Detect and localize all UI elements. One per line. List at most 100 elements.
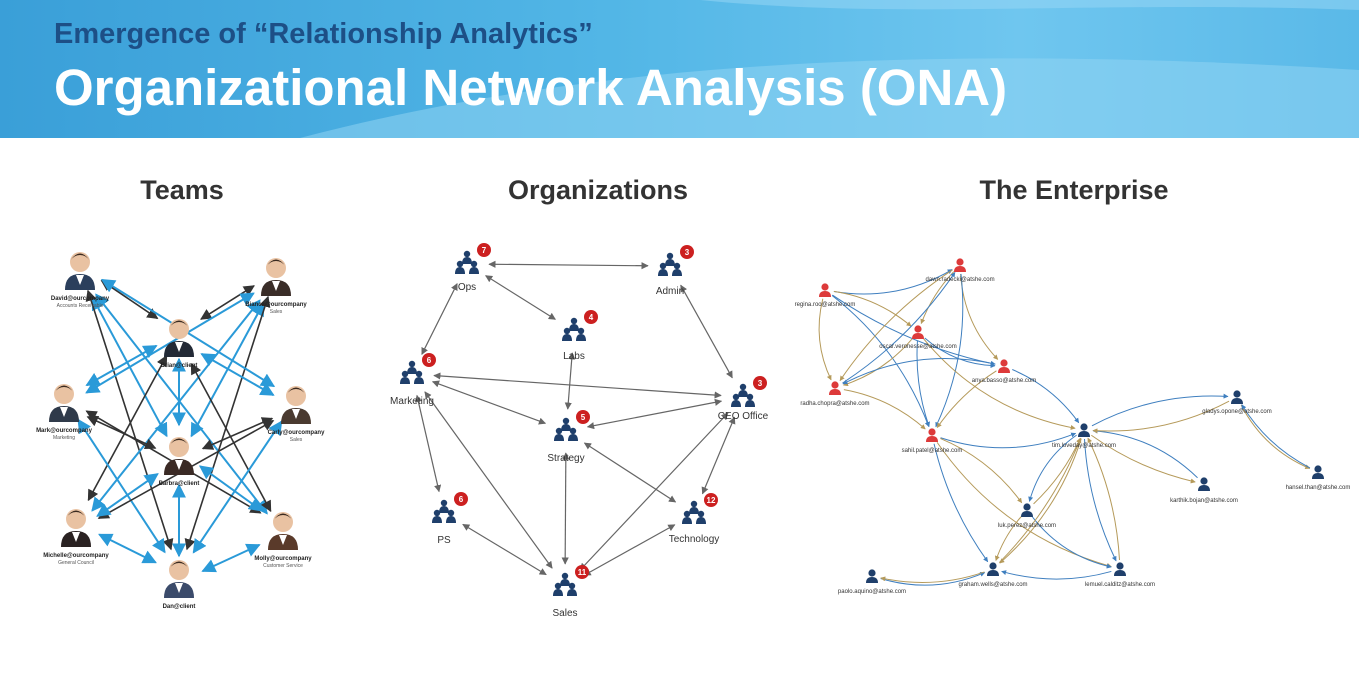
count-badge-value: 12: [707, 496, 716, 505]
person-icon-head: [1000, 359, 1008, 367]
person-head: [447, 509, 455, 517]
enterprise-edge: [1091, 434, 1196, 484]
person-icon-body: [1312, 473, 1324, 479]
teams-edge: [96, 473, 159, 517]
enterprise-edge: [1001, 570, 1112, 580]
person-icon-body: [1078, 431, 1090, 437]
person-head: [683, 510, 691, 518]
person-head: [440, 499, 448, 507]
person-icon-body: [954, 266, 966, 272]
count-badge: [576, 410, 590, 424]
person-body: [554, 434, 564, 441]
person-icon-body: [912, 333, 924, 339]
enterprise-node-label: radha.chopra@atshe.com: [800, 401, 869, 407]
enterprise-edge: [818, 298, 832, 381]
enterprise-node-label: regina.roo@atshe.com: [795, 302, 856, 308]
org-node-label: Strategy: [547, 453, 584, 464]
person-icon-body: [819, 291, 831, 297]
count-badge: [477, 243, 491, 257]
enterprise-edge: [1087, 437, 1120, 561]
person-body: [560, 579, 570, 586]
person-photo-face: [169, 437, 189, 457]
enterprise-node-oscar: oscar.veronesse@atshe.com: [879, 325, 957, 350]
enterprise-node-label: lemuel.calditz@atshe.com: [1085, 582, 1155, 588]
header-wave-decoration: [300, 0, 1359, 138]
person-body: [567, 589, 577, 596]
person-body: [576, 334, 586, 341]
enterprise-edge: [1033, 437, 1081, 505]
enterprise-edge: [1241, 404, 1311, 469]
person-body: [439, 506, 449, 513]
enterprise-edge: [843, 338, 913, 387]
person-photo-face: [169, 319, 189, 339]
enterprise-edge: [920, 271, 955, 325]
person-head: [568, 582, 576, 590]
person-head: [666, 252, 674, 260]
team-member-name: Carly@ourcompany: [268, 430, 326, 436]
person-head: [555, 427, 563, 435]
enterprise-node-label: gladys.opone@atshe.com: [1202, 409, 1271, 415]
org-node-ps: 6PS: [432, 492, 468, 546]
enterprise-node-gladys: gladys.opone@atshe.com: [1202, 390, 1272, 415]
enterprise-edge: [880, 571, 986, 586]
person-body: [672, 269, 682, 276]
teams-edges: [77, 278, 283, 573]
person-photo-collar: [175, 583, 183, 593]
team-member-name: Barbra@client: [159, 481, 200, 487]
person-photo-face: [169, 560, 189, 580]
page-title: Organizational Network Analysis (ONA): [54, 59, 1008, 116]
person-head: [673, 262, 681, 270]
enterprise-node-label: anya.basso@atshe.com: [972, 378, 1036, 384]
enterprise-node-dawn: dawn.radecki@atshe.com: [925, 258, 995, 283]
org-edge: [583, 524, 676, 576]
person-body: [682, 517, 692, 524]
person-icon-head: [1080, 423, 1088, 431]
person-photo-hair: [169, 320, 189, 328]
person-icon-body: [1231, 398, 1243, 404]
team-member-dan: Dan@client: [163, 560, 195, 610]
person-head: [739, 383, 747, 391]
person-photo-hair: [169, 561, 189, 569]
person-icon-head: [1233, 390, 1241, 398]
org-node-label: Technology: [669, 534, 720, 545]
person-body: [731, 400, 741, 407]
enterprise-edge: [924, 337, 996, 369]
count-badge-value: 3: [758, 379, 763, 388]
person-icon-head: [914, 325, 922, 333]
person-photo-collar: [175, 460, 183, 470]
person-head: [562, 417, 570, 425]
person-icon-body: [1114, 570, 1126, 576]
team-member-role: Sales: [270, 309, 283, 315]
person-photo-collar: [292, 409, 300, 419]
enterprise-edge: [916, 340, 930, 427]
header-subtitle: Emergence of “Relationship Analytics”: [54, 18, 593, 50]
org-edge: [488, 260, 649, 270]
org-edges: [414, 260, 736, 576]
section-title-organizations: Organizations: [507, 175, 689, 205]
org-edge: [583, 442, 677, 503]
person-head: [470, 260, 478, 268]
enterprise-nodes: dawn.radecki@atshe.com regina.roo@atshe.c…: [795, 258, 1350, 595]
person-icon-head: [1200, 477, 1208, 485]
enterprise-node-label: dawn.radecki@atshe.com: [925, 277, 994, 283]
enterprise-node-graham: graham.wells@atshe.com: [958, 562, 1028, 588]
teams-edge: [201, 543, 261, 573]
person-head: [697, 510, 705, 518]
person-head: [577, 327, 585, 335]
enterprise-edge: [831, 295, 930, 428]
person-body: [745, 400, 755, 407]
person-body: [407, 367, 417, 374]
person-photo-hair: [273, 513, 293, 521]
person-icon-head: [956, 258, 964, 266]
enterprise-edge: [1092, 428, 1198, 479]
person-head: [563, 327, 571, 335]
person-icon-body: [1021, 511, 1033, 517]
org-node-label: Marketing: [390, 396, 434, 407]
section-title-teams: Teams: [140, 175, 224, 205]
person-body: [696, 517, 706, 524]
enterprise-node-radha: radha.chopra@atshe.com: [800, 381, 870, 407]
